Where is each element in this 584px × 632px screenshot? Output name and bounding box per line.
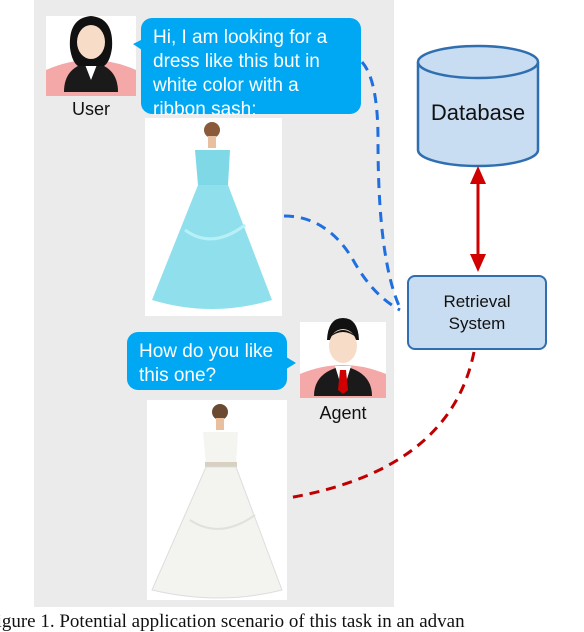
- blue-dress-image: [145, 118, 282, 316]
- agent-label: Agent: [319, 403, 367, 423]
- user-speech-bubble: Hi, I am looking for a dress like this b…: [141, 18, 361, 120]
- result-connector: [287, 351, 476, 500]
- user-bubble-line-2: dress like this but in: [153, 51, 320, 72]
- user-avatar-icon: [46, 16, 136, 96]
- figure-caption: Figure 1. Potential application scenario…: [0, 611, 584, 632]
- query-connector-image: [283, 214, 401, 312]
- retrieval-system-box: Retrieval System: [407, 275, 547, 350]
- retrieval-label-line-1: Retrieval: [443, 291, 511, 311]
- query-connector-top: [360, 61, 402, 309]
- user-bubble-line-3: white color with a: [153, 75, 299, 96]
- figure-caption-text: Figure 1. Potential application scenario…: [0, 611, 465, 632]
- user-bubble-line-4: ribbon sash:: [153, 99, 257, 120]
- user-label: User: [71, 99, 110, 119]
- database-label: Database: [430, 100, 526, 125]
- user-bubble-line-1: Hi, I am looking for a: [153, 27, 328, 48]
- agent-speech-bubble: How do you like this one?: [127, 332, 287, 390]
- database-retrieval-arrow: [470, 166, 486, 272]
- agent-bubble-line-2: this one?: [139, 365, 217, 386]
- agent-bubble-line-1: How do you like: [139, 341, 274, 362]
- retrieval-label-line-2: System: [448, 313, 506, 333]
- agent-avatar-icon: [300, 318, 386, 398]
- white-dress-image: [147, 400, 287, 600]
